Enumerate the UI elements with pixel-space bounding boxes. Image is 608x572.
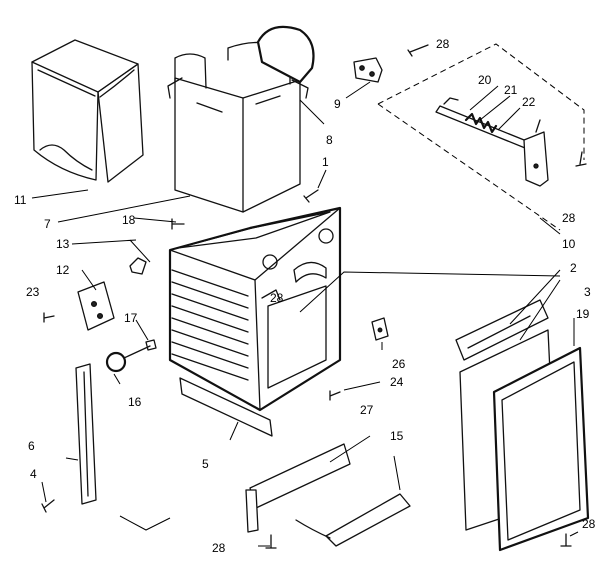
callout-13: 13 — [56, 237, 70, 251]
leader-lines — [31, 81, 579, 547]
dashed-door-outline — [377, 43, 585, 231]
callout-10: 10 — [562, 237, 576, 251]
callout-21: 21 — [504, 83, 518, 97]
part-26-clip — [371, 317, 389, 341]
callout-22: 22 — [522, 95, 536, 109]
callout-28: 28 — [270, 291, 284, 305]
callout-8: 8 — [326, 133, 333, 147]
callout-labels: 28 9 8 20 21 22 1 28 11 7 10 18 13 12 2 … — [14, 37, 596, 555]
callout-24: 24 — [390, 375, 404, 389]
part-27-15-toe-kick — [245, 443, 411, 547]
callout-5: 5 — [202, 457, 209, 471]
main-cabinet-frame — [168, 206, 342, 412]
callout-15: 15 — [390, 429, 404, 443]
part-3-19-door-panel — [459, 329, 590, 552]
callout-16: 16 — [128, 395, 142, 409]
callout-2: 2 — [570, 261, 577, 275]
callout-27: 27 — [360, 403, 374, 417]
part-16-17-knob — [105, 339, 157, 373]
callout-28: 28 — [582, 517, 596, 531]
part-9-hinge — [353, 57, 383, 83]
callout-7: 7 — [44, 217, 51, 231]
callout-23: 23 — [26, 285, 40, 299]
callout-28: 28 — [212, 541, 226, 555]
part-5-bottom-rail — [179, 377, 273, 437]
part-20-22-latch-rod — [435, 97, 549, 187]
callout-9: 9 — [334, 97, 341, 111]
callout-4: 4 — [30, 467, 37, 481]
callout-20: 20 — [478, 73, 492, 87]
callout-12: 12 — [56, 263, 70, 277]
part-6-side-rail — [75, 363, 97, 505]
callout-26: 26 — [392, 357, 406, 371]
callout-1: 1 — [322, 155, 329, 169]
part-11-bag — [31, 39, 144, 183]
callout-11: 11 — [14, 193, 27, 207]
part-12-switch-bracket — [77, 281, 115, 331]
part-13-bracket — [129, 257, 147, 275]
callout-18: 18 — [122, 213, 136, 227]
callout-28: 28 — [562, 211, 576, 225]
callout-19: 19 — [576, 307, 590, 321]
part-8-filter — [256, 25, 315, 84]
part-2-door-trim — [455, 299, 549, 361]
callout-17: 17 — [124, 311, 138, 325]
callout-28: 28 — [436, 37, 450, 51]
callout-3: 3 — [584, 285, 591, 299]
callout-6: 6 — [28, 439, 35, 453]
